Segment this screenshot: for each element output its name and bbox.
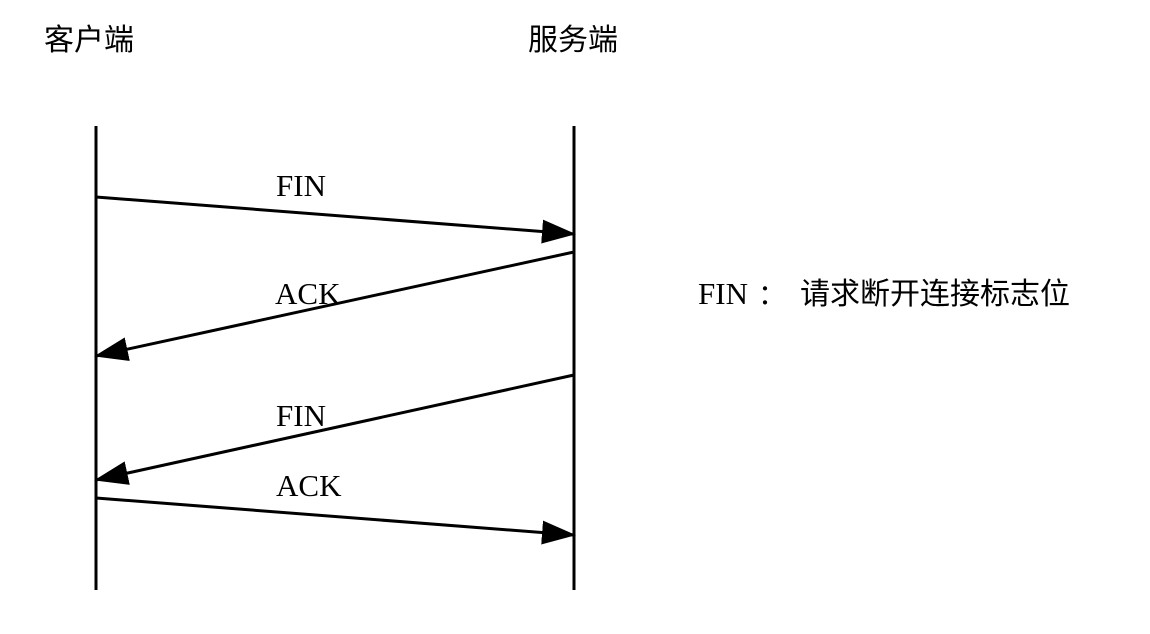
message-arrow-ack-server-to-client — [94, 250, 575, 361]
message-label-ack-1: ACK — [275, 276, 341, 311]
message-arrow-ack-client-to-server — [95, 496, 576, 545]
message-arrow-fin-server-to-client — [94, 373, 575, 485]
message-label-fin-2: FIN — [276, 398, 326, 433]
message-label-ack-2: ACK — [276, 468, 342, 503]
client-label: 客户端 — [44, 23, 134, 58]
legend-term: FIN — [698, 276, 748, 311]
legend-separator: ： — [757, 278, 786, 311]
message-label-fin-1: FIN — [276, 168, 326, 203]
message-arrow-fin-client-to-server — [95, 195, 576, 244]
server-label: 服务端 — [528, 23, 618, 58]
legend-description: 请求断开连接标志位 — [799, 277, 1070, 312]
legend: FIN ： 请求断开连接标志位 — [698, 278, 1070, 310]
